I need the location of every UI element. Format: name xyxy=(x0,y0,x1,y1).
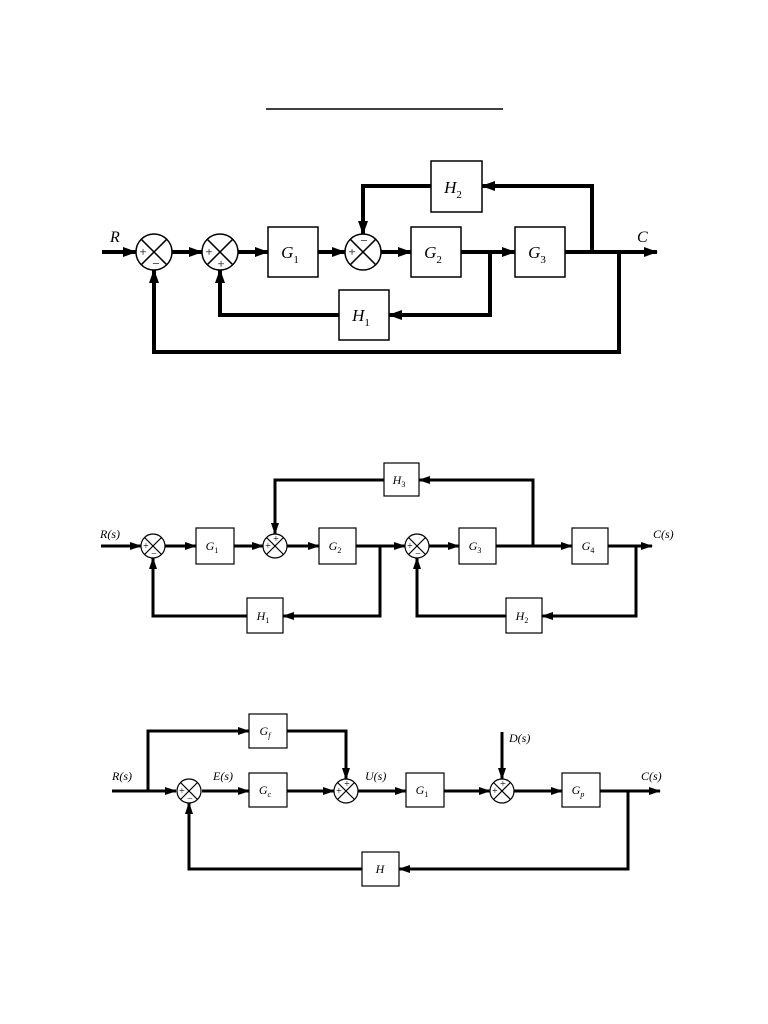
d2-summing-junction-2: + + xyxy=(262,533,288,559)
d2-block-h3: H3 xyxy=(383,462,420,497)
d3-s1-bottom-sign: − xyxy=(187,794,193,805)
d1-block-g1: G1 xyxy=(267,226,319,278)
d3-summing-junction-1: + − xyxy=(176,778,202,805)
svg-text:H1: H1 xyxy=(256,609,270,625)
svg-text:G1: G1 xyxy=(281,243,299,266)
d1-summing-junction-3: + − xyxy=(344,233,382,271)
svg-text:G2: G2 xyxy=(329,539,342,555)
d3-block-gp: Gp xyxy=(561,772,601,808)
svg-text:G1: G1 xyxy=(416,783,429,799)
d2-line-h3-to-s2 xyxy=(271,478,384,535)
d1-s3-left-sign: + xyxy=(348,244,355,259)
svg-text:G2: G2 xyxy=(424,243,442,266)
d2-line-h1-to-s1 xyxy=(149,557,247,618)
d2-block-h2: H2 xyxy=(505,597,543,634)
d1-block-g3: G3 xyxy=(514,226,566,278)
svg-text:H2: H2 xyxy=(443,178,462,201)
d2-s2-top-sign: + xyxy=(273,534,279,545)
d1-block-h1: H1 xyxy=(338,289,390,341)
d2-block-g4: G4 xyxy=(571,527,609,565)
svg-text:H1: H1 xyxy=(351,306,370,329)
d2-s1-bottom-sign: − xyxy=(151,549,157,560)
d1-block-g2: G2 xyxy=(410,226,462,278)
d1-summing-junction-1: + − xyxy=(135,233,173,271)
d2-line-to-h1 xyxy=(282,546,382,620)
d2-input-label: R(s) xyxy=(99,527,120,541)
d3-output-label: C(s) xyxy=(641,769,662,783)
d2-line-h2-to-s3 xyxy=(413,557,506,618)
d3-summing-junction-2: + + xyxy=(333,778,359,804)
d2-output-label: C(s) xyxy=(653,527,674,541)
d1-block-h2: H2 xyxy=(430,160,483,213)
d3-line-h-to-s1 xyxy=(185,802,362,871)
d3-line-gf-to-s2 xyxy=(287,729,350,780)
d3-line-to-gf xyxy=(146,727,250,791)
d1-input-label: R xyxy=(109,229,120,246)
svg-text:G3: G3 xyxy=(469,539,482,555)
d2-s2-left-sign: + xyxy=(265,541,271,552)
d2-block-g1: G1 xyxy=(195,527,235,565)
d2-s3-left-sign: + xyxy=(407,541,413,552)
d1-line-h2-to-s3 xyxy=(358,184,431,235)
svg-text:H2: H2 xyxy=(515,609,529,625)
d1-s1-bottom-sign: − xyxy=(152,256,159,271)
d3-s3-top-sign: + xyxy=(500,779,506,790)
d3-s2-top-sign: + xyxy=(344,779,350,790)
d2-block-g2: G2 xyxy=(318,527,357,565)
svg-text:H3: H3 xyxy=(392,473,406,489)
d3-control-label: U(s) xyxy=(365,769,386,783)
d2-s1-left-sign: + xyxy=(143,541,149,552)
d3-block-g1: G1 xyxy=(405,772,445,808)
d2-s3-bottom-sign: − xyxy=(415,549,421,560)
svg-text:Gf: Gf xyxy=(260,724,273,740)
d2-summing-junction-3: + − xyxy=(404,533,430,560)
d2-summing-junction-1: + − xyxy=(140,533,166,560)
svg-text:H: H xyxy=(375,862,386,876)
diagram-3: + − + + + + Gf Gc G1 xyxy=(111,713,662,887)
svg-text:G3: G3 xyxy=(528,243,546,266)
svg-text:G4: G4 xyxy=(582,539,595,555)
d3-disturbance-label: D(s) xyxy=(508,731,530,745)
d1-s1-left-sign: + xyxy=(139,244,146,259)
diagram-2: + − + + + − G1 G2 G3 xyxy=(99,462,674,634)
diagram-1: + − + + + − G1 G2 G3 xyxy=(102,160,658,354)
d1-line-to-h2 xyxy=(481,181,594,252)
d1-line-h1-to-s2 xyxy=(215,269,339,317)
d1-line-to-h1 xyxy=(388,252,492,320)
d3-error-label: E(s) xyxy=(212,769,233,783)
d3-input-label: R(s) xyxy=(111,769,132,783)
svg-text:Gc: Gc xyxy=(259,783,272,799)
d1-s2-bottom-sign: + xyxy=(217,256,224,271)
d3-line-to-h xyxy=(398,791,630,873)
d3-block-h: H xyxy=(361,851,400,887)
d3-summing-junction-3: + + xyxy=(489,778,515,804)
svg-text:Gp: Gp xyxy=(572,783,585,799)
d1-s2-left-sign: + xyxy=(205,244,212,259)
d3-s2-left-sign: + xyxy=(336,786,342,797)
d1-unity-feedback-line xyxy=(149,252,621,354)
d3-block-gc: Gc xyxy=(248,772,288,808)
d2-line-to-h2 xyxy=(541,546,638,620)
d1-s3-top-sign: − xyxy=(360,233,367,248)
svg-text:G1: G1 xyxy=(206,539,219,555)
d3-s1-left-sign: + xyxy=(179,786,185,797)
d3-s3-left-sign: + xyxy=(492,786,498,797)
d1-output-label: C xyxy=(637,229,648,246)
d2-block-h1: H1 xyxy=(246,597,284,634)
d2-line-to-h3 xyxy=(418,476,535,546)
d2-block-g3: G3 xyxy=(458,527,497,565)
d3-block-gf: Gf xyxy=(248,713,288,749)
d1-summing-junction-2: + + xyxy=(201,233,239,271)
